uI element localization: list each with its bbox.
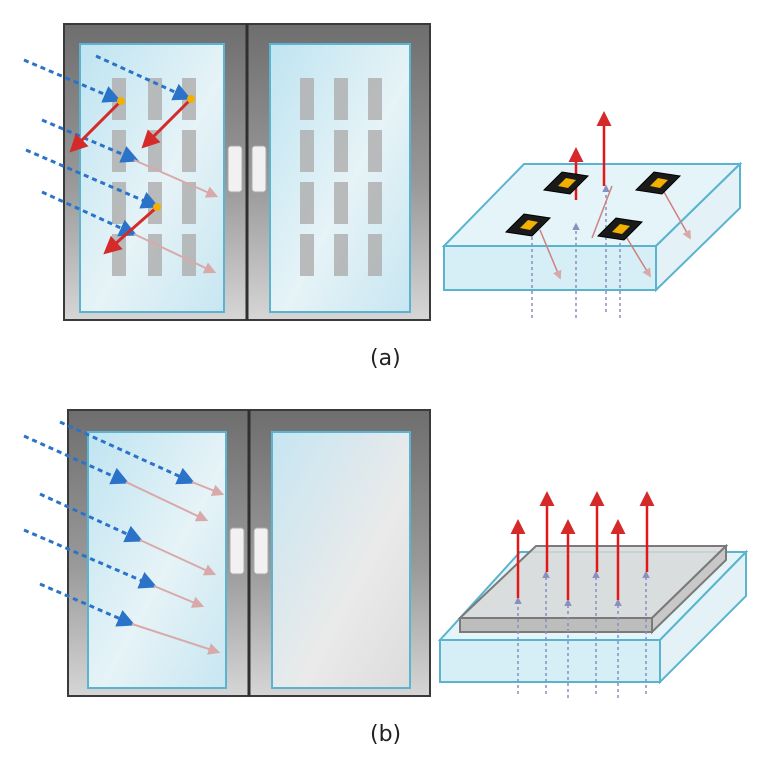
transmitted-ray [153,585,205,608]
left-handle [227,145,243,193]
transmitted-ray [191,481,225,497]
panel-a-slab [441,111,743,318]
cell-hit-dot [187,95,195,103]
cell-strip [334,182,348,224]
solar-cell [634,171,682,195]
cell-strip [368,130,382,172]
cell-strip [112,182,126,224]
film-front [459,617,653,633]
cell-strip [300,234,314,276]
panel-a-window-unit [23,23,431,321]
cell-strip [368,182,382,224]
panel-b-window-unit [23,409,431,697]
incoming-ray [41,118,140,163]
cell-strip [148,78,162,120]
cell-strip [182,234,196,276]
cell-strip [182,182,196,224]
transmitted-ray [591,185,613,239]
incoming-ray [95,54,192,101]
cell-strip [334,234,348,276]
reflected-ray [141,98,192,149]
incoming-ray [23,434,130,485]
cell-strip [300,78,314,120]
cell-strip [300,182,314,224]
incoming-ray [59,420,196,485]
right-pane-cell-grid [300,78,382,276]
cell-hit-dot [153,203,161,211]
reflected-ray [69,100,122,153]
slab-front [439,639,661,683]
cell-strip [334,78,348,120]
cell-strip [334,130,348,172]
right-handle [251,145,267,193]
incoming-ray [25,148,160,209]
panel-a-label: (a) [370,346,401,371]
slab-side [655,161,741,293]
film-side [651,543,727,635]
cell-strip [368,78,382,120]
solar-cell [596,217,644,241]
transmitted-ray [125,481,209,522]
cell-hit-dot [117,97,125,105]
right-handle [253,527,269,575]
transmitted-ray [539,229,562,280]
cell-strip [112,130,126,172]
cell-strip [148,182,162,224]
transmitted-ray [133,159,219,198]
transmitted-ray [663,191,691,240]
solar-cell [504,213,552,237]
incoming-ray [39,492,144,543]
transmitted-ray [133,233,217,274]
cell-strip [300,130,314,172]
cell-strip [368,234,382,276]
left-handle [229,527,245,575]
incoming-ray [23,58,122,103]
panel-b-slab [437,491,749,698]
transmitted-ray [139,539,217,576]
cell-strip [182,130,196,172]
incoming-ray [23,528,158,589]
transmitted-ray [131,623,221,655]
left-glass-pane [87,431,227,689]
incoming-ray [39,582,136,627]
panel-b-label: (b) [370,722,402,747]
cell-strip [148,234,162,276]
right-glass-pane [271,431,411,689]
solar-cell [542,171,590,195]
reflected-ray [103,206,157,255]
incoming-ray [41,190,138,237]
slab-side [659,549,747,685]
